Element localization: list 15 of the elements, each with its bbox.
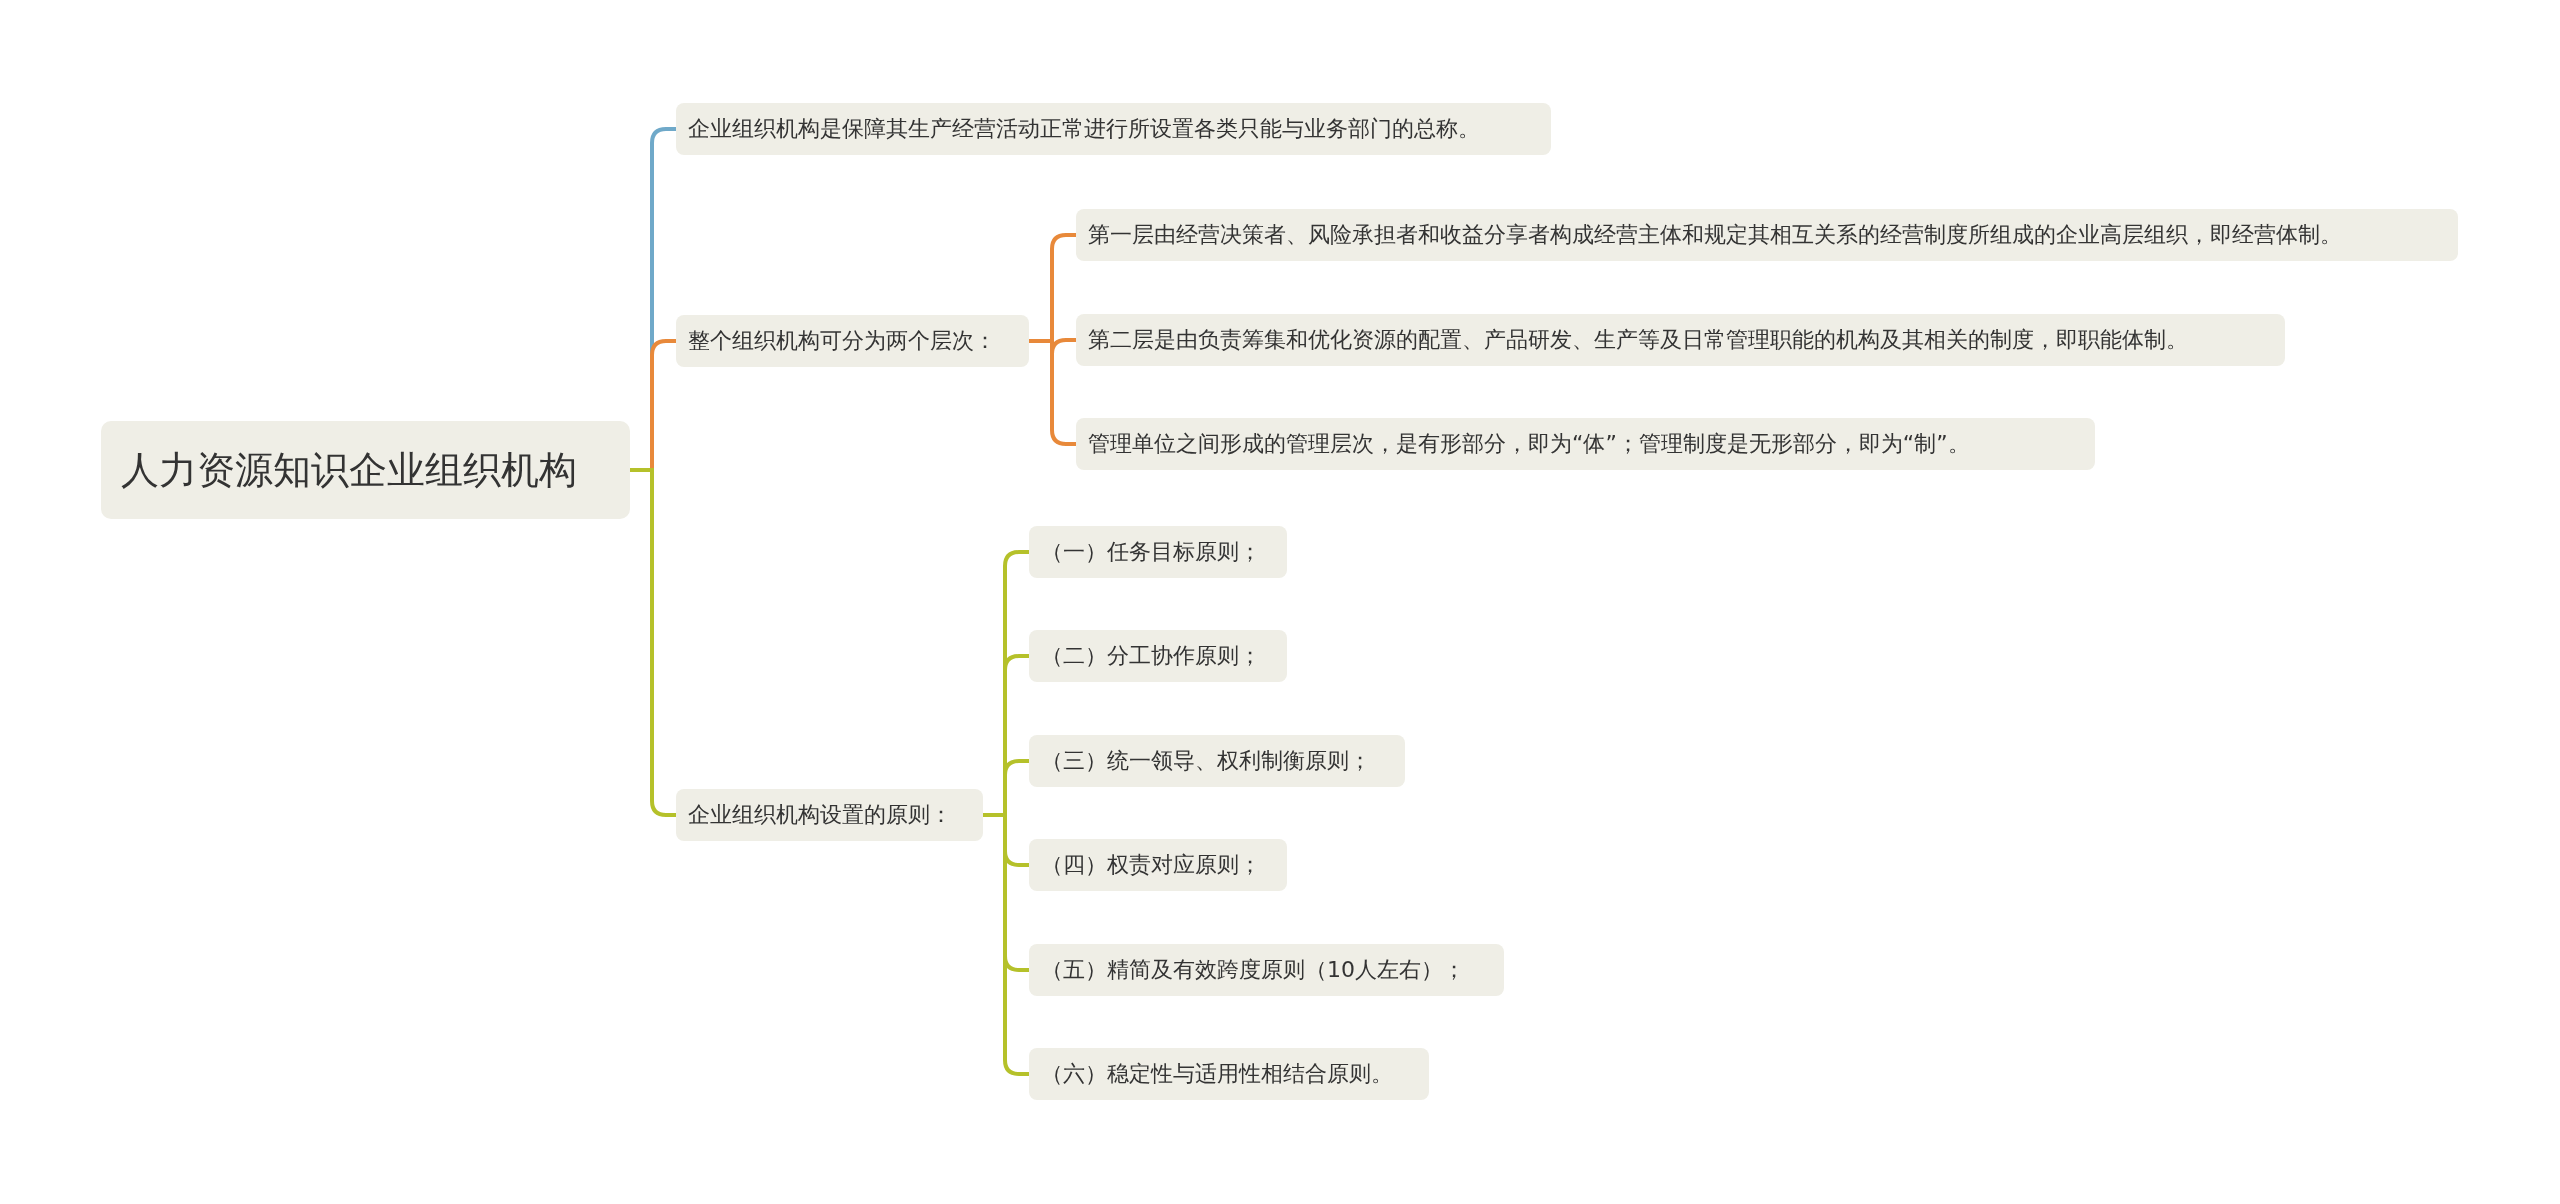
topic-box: （三）统一领导、权利制衡原则； [1029,735,1405,787]
connector-line [983,813,1029,1076]
connector-line [630,468,676,817]
topic-box: （二）分工协作原则； [1029,630,1287,682]
topic-box: 企业组织机构是保障其生产经营活动正常进行所设置各类只能与业务部门的总称。 [676,103,1551,155]
topic-box: 第二层是由负责筹集和优化资源的配置、产品研发、生产等及日常管理职能的机构及其相关的制度，即职能体制。 [1076,314,2285,366]
topic-box: （四）权责对应原则； [1029,839,1287,891]
topic-box: （五）精简及有效跨度原则（10人左右）； [1029,944,1504,996]
topic-box: 企业组织机构设置的原则： [676,789,983,841]
topic-box: 整个组织机构可分为两个层次： [676,315,1029,367]
root-topic-box: 人力资源知识企业组织机构 [101,421,630,519]
topic-box: （六）稳定性与适用性相结合原则。 [1029,1048,1429,1100]
topic-box: （一）任务目标原则； [1029,526,1287,578]
topic-box: 管理单位之间形成的管理层次，是有形部分，即为“体”；管理制度是无形部分，即为“制”。 [1076,418,2095,470]
topic-box: 第一层由经营决策者、风险承担者和收益分享者构成经营主体和规定其相互关系的经营制度所组成的企业高层组织，即经营体制。 [1076,209,2458,261]
